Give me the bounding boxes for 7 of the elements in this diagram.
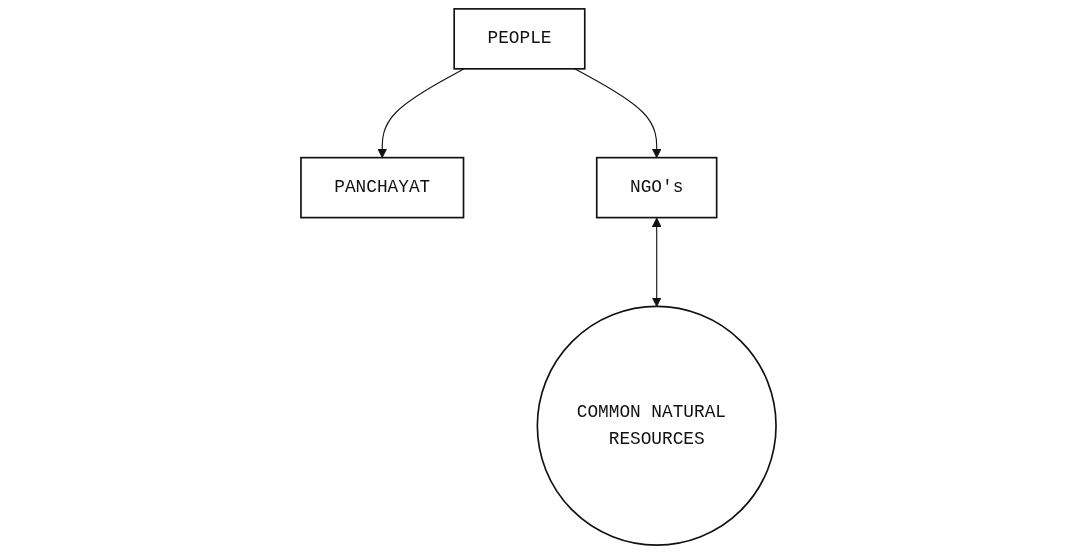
node-box: NGO's <box>595 156 718 219</box>
node-circle: COMMON NATURAL RESOURCES <box>536 305 777 546</box>
arrow <box>377 68 465 159</box>
arrow <box>651 217 662 307</box>
node-box: PEOPLE <box>453 8 586 70</box>
arrow <box>574 68 662 159</box>
node-box: PANCHAYAT <box>300 156 465 219</box>
